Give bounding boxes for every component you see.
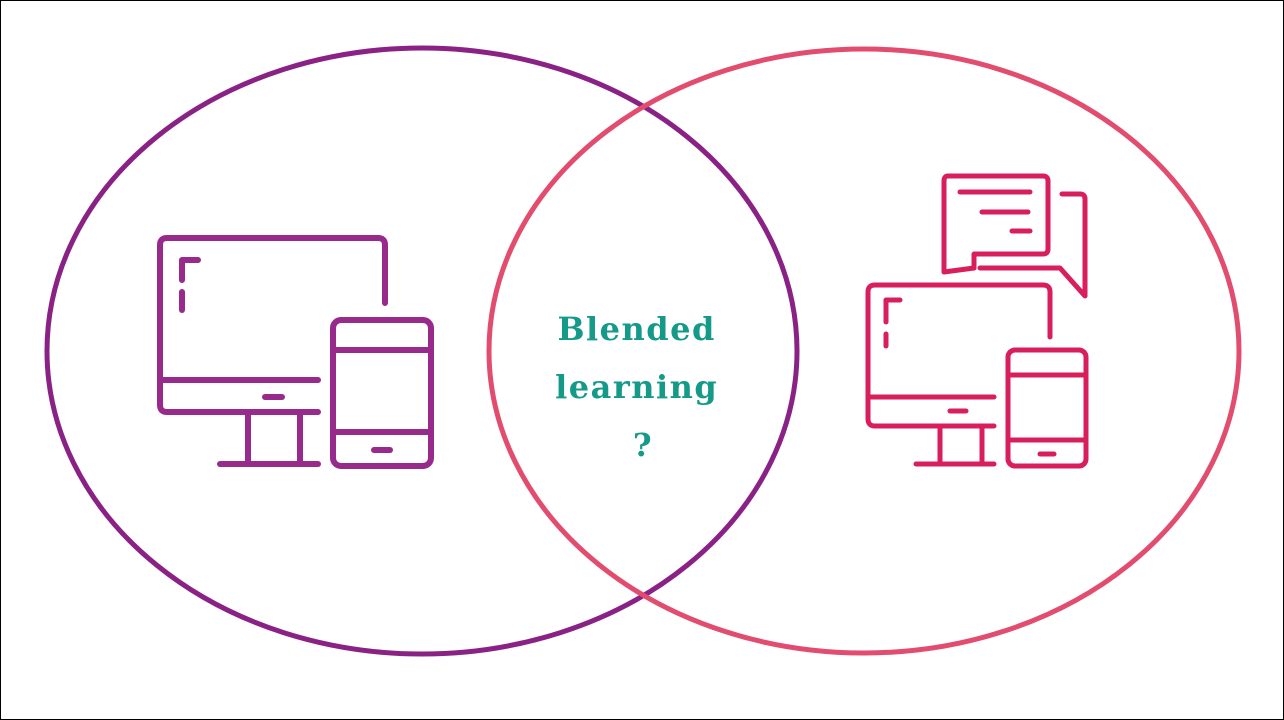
center-label-line-3: ? xyxy=(633,426,653,464)
left-circle xyxy=(44,45,800,657)
center-label: Blended learning ? xyxy=(555,310,731,464)
center-label-line-2: learning xyxy=(555,368,718,406)
center-label-line-1: Blended xyxy=(557,310,715,348)
monitor-and-tablet-icon xyxy=(157,235,434,469)
right-circle xyxy=(486,46,1242,656)
chat-monitor-and-tablet-icon xyxy=(865,173,1089,469)
